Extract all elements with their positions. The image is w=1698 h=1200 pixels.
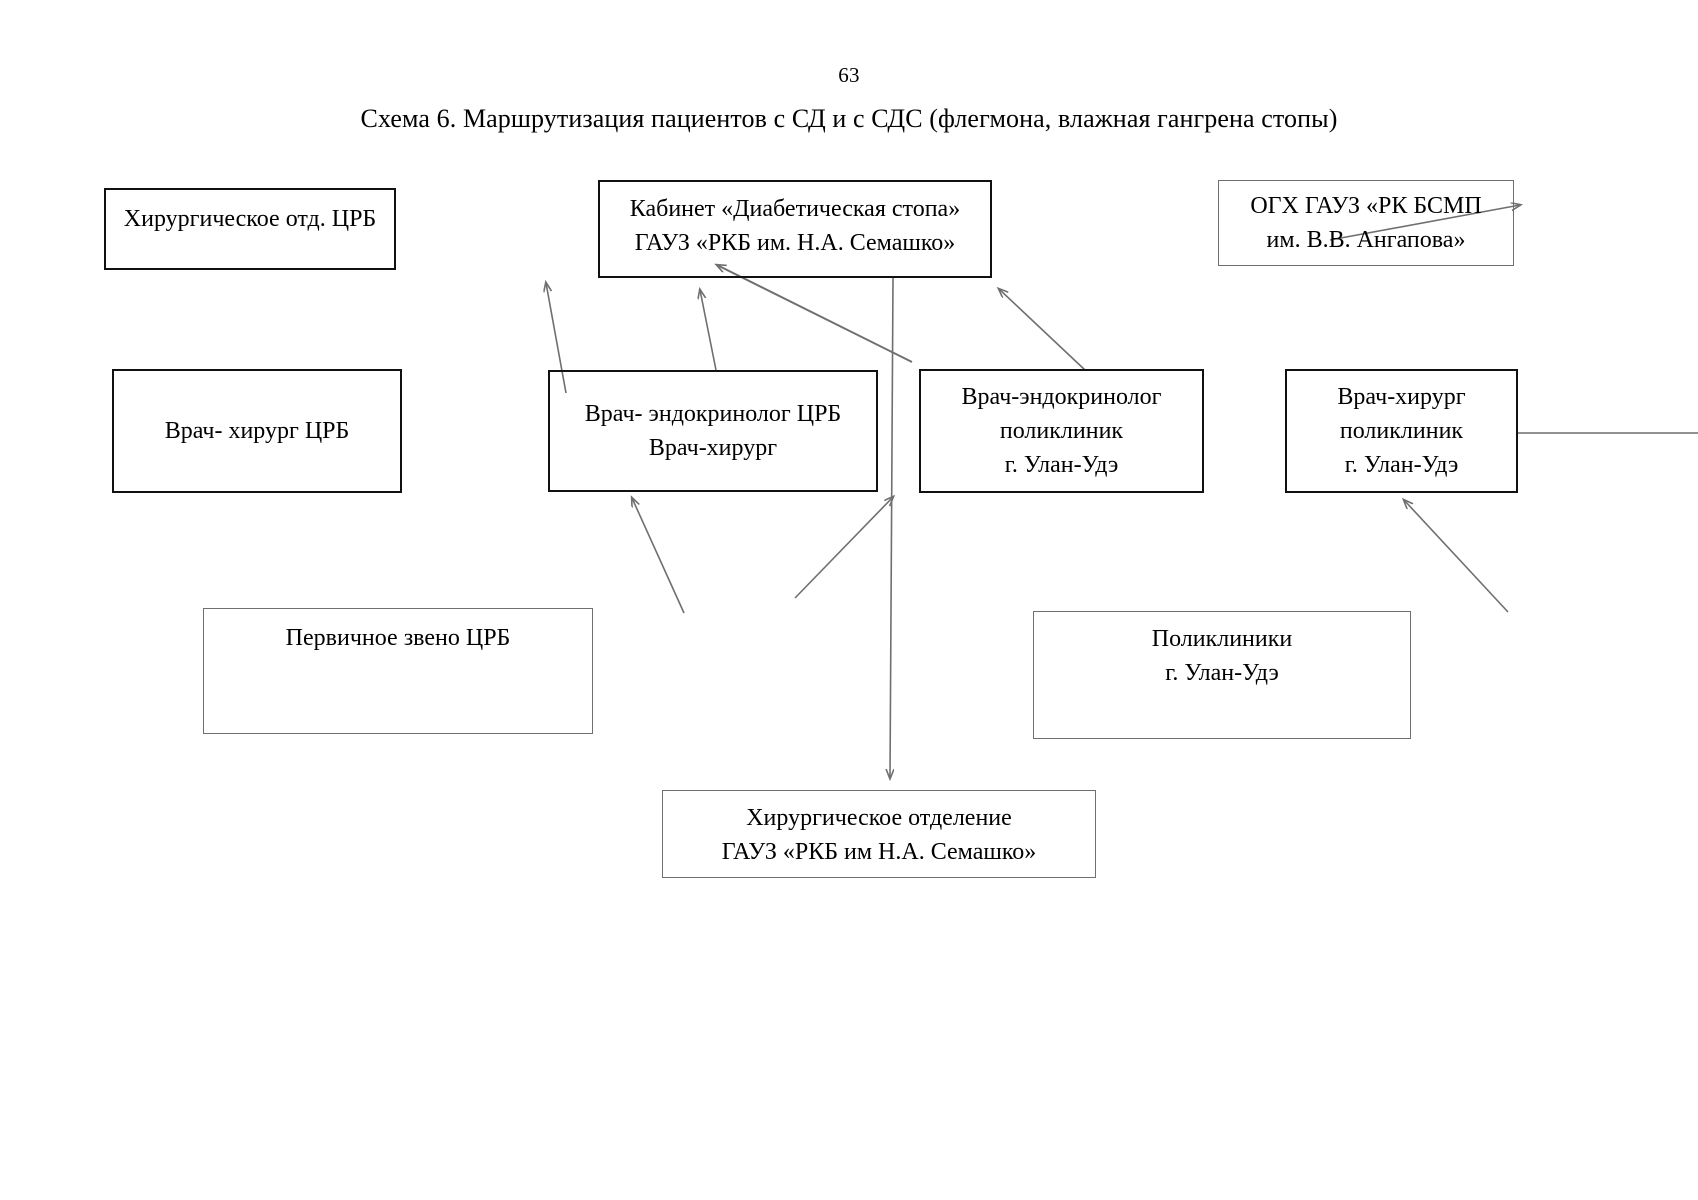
node-endocrinologist-polyclinics[interactable]: Врач-эндокринолог поликлиник г. Улан-Удэ: [919, 369, 1204, 493]
node-polyclinics-ulan-ude[interactable]: Поликлиники г. Улан-Удэ: [1033, 611, 1411, 739]
edge-arrow-polyclinic-endo-to-office: [717, 265, 913, 363]
edge-arrow-office-to-surgical-dept: [890, 277, 893, 778]
node-primary-care-crb-label: Первичное звено ЦРБ: [285, 625, 511, 651]
node-ogh-gauz-rk-bsmp[interactable]: ОГХ ГАУЗ «РК БСМП им. В.В. Ангапова»: [1218, 180, 1514, 266]
edge-arrow-polyclinics-to-surgeon: [1404, 500, 1509, 613]
node-surgeon-polyclinics[interactable]: Врач-хирург поликлиник г. Улан-Удэ: [1285, 369, 1518, 493]
node-endocrinologist-crb[interactable]: Врач- эндокринолог ЦРБ Врач-хирург: [548, 370, 878, 492]
node-surgical-dept-crb-label: Хирургическое отд. ЦРБ: [123, 206, 377, 232]
edge-arrow-surgical-dept-to-endocrinologist: [794, 497, 893, 599]
node-surgical-dept-crb[interactable]: Хирургическое отд. ЦРБ: [104, 188, 396, 270]
node-surgical-dept-rkb-label: Хирургическое отделение ГАУЗ «РКБ им Н.А…: [721, 805, 1037, 866]
page-title: Схема 6. Маршрутизация пациентов с СД и …: [360, 104, 1338, 133]
page-number: 63: [838, 63, 860, 87]
node-endocrinologist-polyclinics-label: Врач-эндокринолог поликлиник г. Улан-Удэ: [961, 383, 1162, 479]
node-ogh-gauz-rk-bsmp-label: ОГХ ГАУЗ «РК БСМП им. В.В. Ангапова»: [1250, 193, 1482, 254]
node-surgical-dept-rkb[interactable]: Хирургическое отделение ГАУЗ «РКБ им Н.А…: [662, 790, 1096, 878]
node-diabetic-foot-office[interactable]: Кабинет «Диабетическая стопа» ГАУЗ «РКБ …: [598, 180, 992, 278]
node-polyclinics-ulan-ude-label: Поликлиники г. Улан-Удэ: [1151, 626, 1293, 687]
edge-arrow-endocrinologist-crb-to-office: [700, 290, 717, 371]
node-surgeon-crb[interactable]: Врач- хирург ЦРБ: [112, 369, 402, 493]
node-surgeon-crb-label: Врач- хирург ЦРБ: [164, 417, 350, 444]
edge-arrow-primary-to-endocrinologist: [632, 498, 685, 614]
node-primary-care-crb[interactable]: Первичное звено ЦРБ: [203, 608, 593, 734]
node-endocrinologist-crb-label: Врач- эндокринолог ЦРБ Врач-хирург: [584, 400, 842, 461]
node-surgeon-polyclinics-label: Врач-хирург поликлиник г. Улан-Удэ: [1337, 383, 1466, 479]
edge-arrow-polyclinic-surgeon-to-office: [999, 289, 1086, 371]
node-diabetic-foot-office-label: Кабинет «Диабетическая стопа» ГАУЗ «РКБ …: [629, 196, 961, 257]
